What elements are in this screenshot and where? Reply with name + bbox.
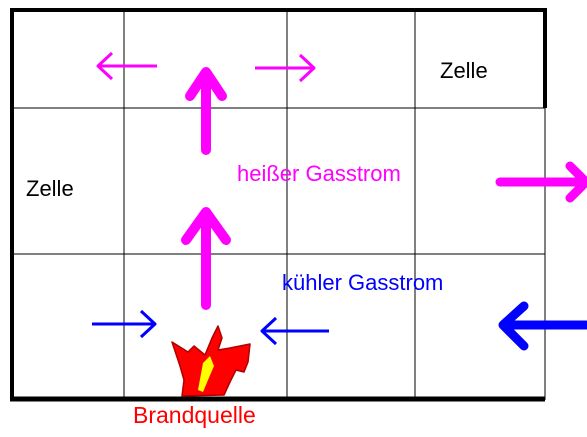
hot-gas-arrow-up-upper	[185, 67, 227, 155]
cell-label-top-right: Zelle	[440, 58, 488, 83]
hot-gas-arrow-up-lower	[181, 207, 231, 310]
cell-grid	[10, 8, 547, 402]
hot-gas-arrows	[96, 51, 587, 310]
cool-gas-arrow-entry	[498, 301, 587, 351]
wall-outline	[10, 8, 547, 400]
cool-gas-arrows	[92, 301, 587, 351]
hot-gas-label: heißer Gasstrom	[237, 161, 401, 186]
cool-gas-arrow-right	[92, 309, 157, 339]
cool-gas-label: kühler Gasstrom	[282, 270, 443, 295]
flame-icon	[171, 325, 251, 397]
hot-gas-arrow-left	[96, 51, 157, 81]
cell-label-left: Zelle	[26, 176, 74, 201]
cool-gas-arrow-left	[260, 316, 329, 346]
hot-gas-arrow-right	[255, 53, 316, 83]
fire-source-label: Brandquelle	[133, 402, 256, 428]
hot-gas-arrow-exit	[495, 161, 587, 203]
